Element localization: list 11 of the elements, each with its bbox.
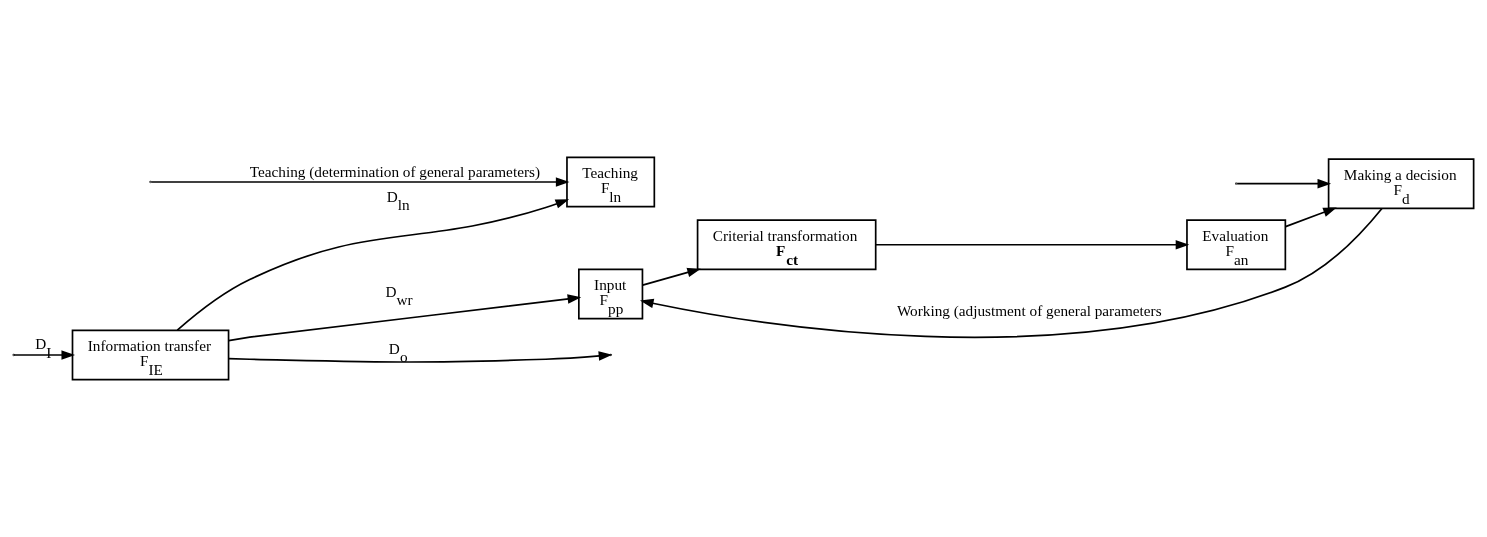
arrow [176, 199, 570, 332]
arrow [1284, 207, 1337, 228]
arrow [1236, 178, 1332, 189]
arrow [641, 267, 701, 286]
edge-label: Teaching (determination of general parameters) [249, 163, 540, 181]
arrow [874, 240, 1190, 250]
arrow [227, 351, 613, 363]
arrow [13, 350, 76, 360]
edge-label: Working (adjustment of general parameters [896, 302, 1162, 320]
arrow [639, 207, 1383, 339]
arrow [227, 294, 582, 342]
